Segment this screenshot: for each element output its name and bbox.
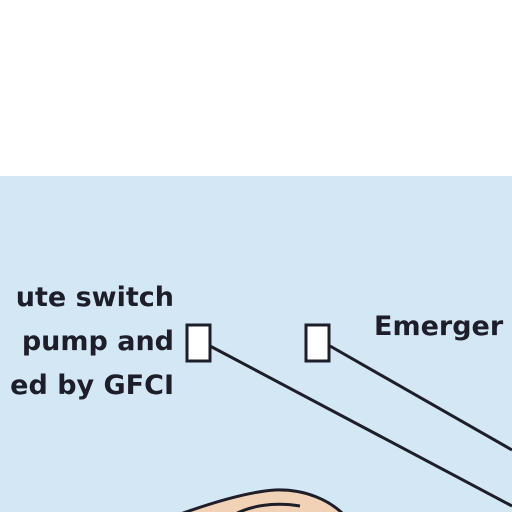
callout-left-line-3: ed by GFCI <box>10 370 174 401</box>
skin-shape-inner-edge <box>236 502 301 512</box>
callout-left-line-1: ute switch <box>15 282 174 313</box>
callout-right-line-1: Emerger <box>374 311 504 342</box>
diagram-panel <box>0 176 512 512</box>
skin-shape <box>181 488 343 512</box>
leader-line-right <box>329 344 512 452</box>
switch-marker-right <box>304 323 331 363</box>
leader-line-left <box>209 344 512 508</box>
callout-left-line-2: pump and <box>21 326 174 357</box>
callout-label-right: Emerger <box>374 305 503 349</box>
switch-marker-left <box>185 323 212 363</box>
callout-label-left: ute switch pump and ed by GFCI <box>10 276 174 408</box>
